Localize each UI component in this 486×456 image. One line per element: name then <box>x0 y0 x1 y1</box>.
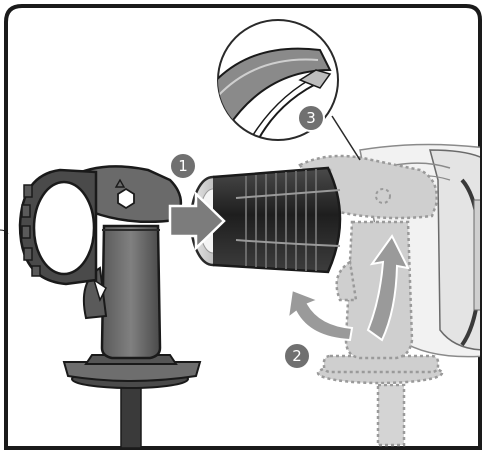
step-2-badge: 2 <box>284 343 310 369</box>
step-3-badge: 3 <box>298 105 324 131</box>
step-1-badge: 1 <box>170 153 196 179</box>
